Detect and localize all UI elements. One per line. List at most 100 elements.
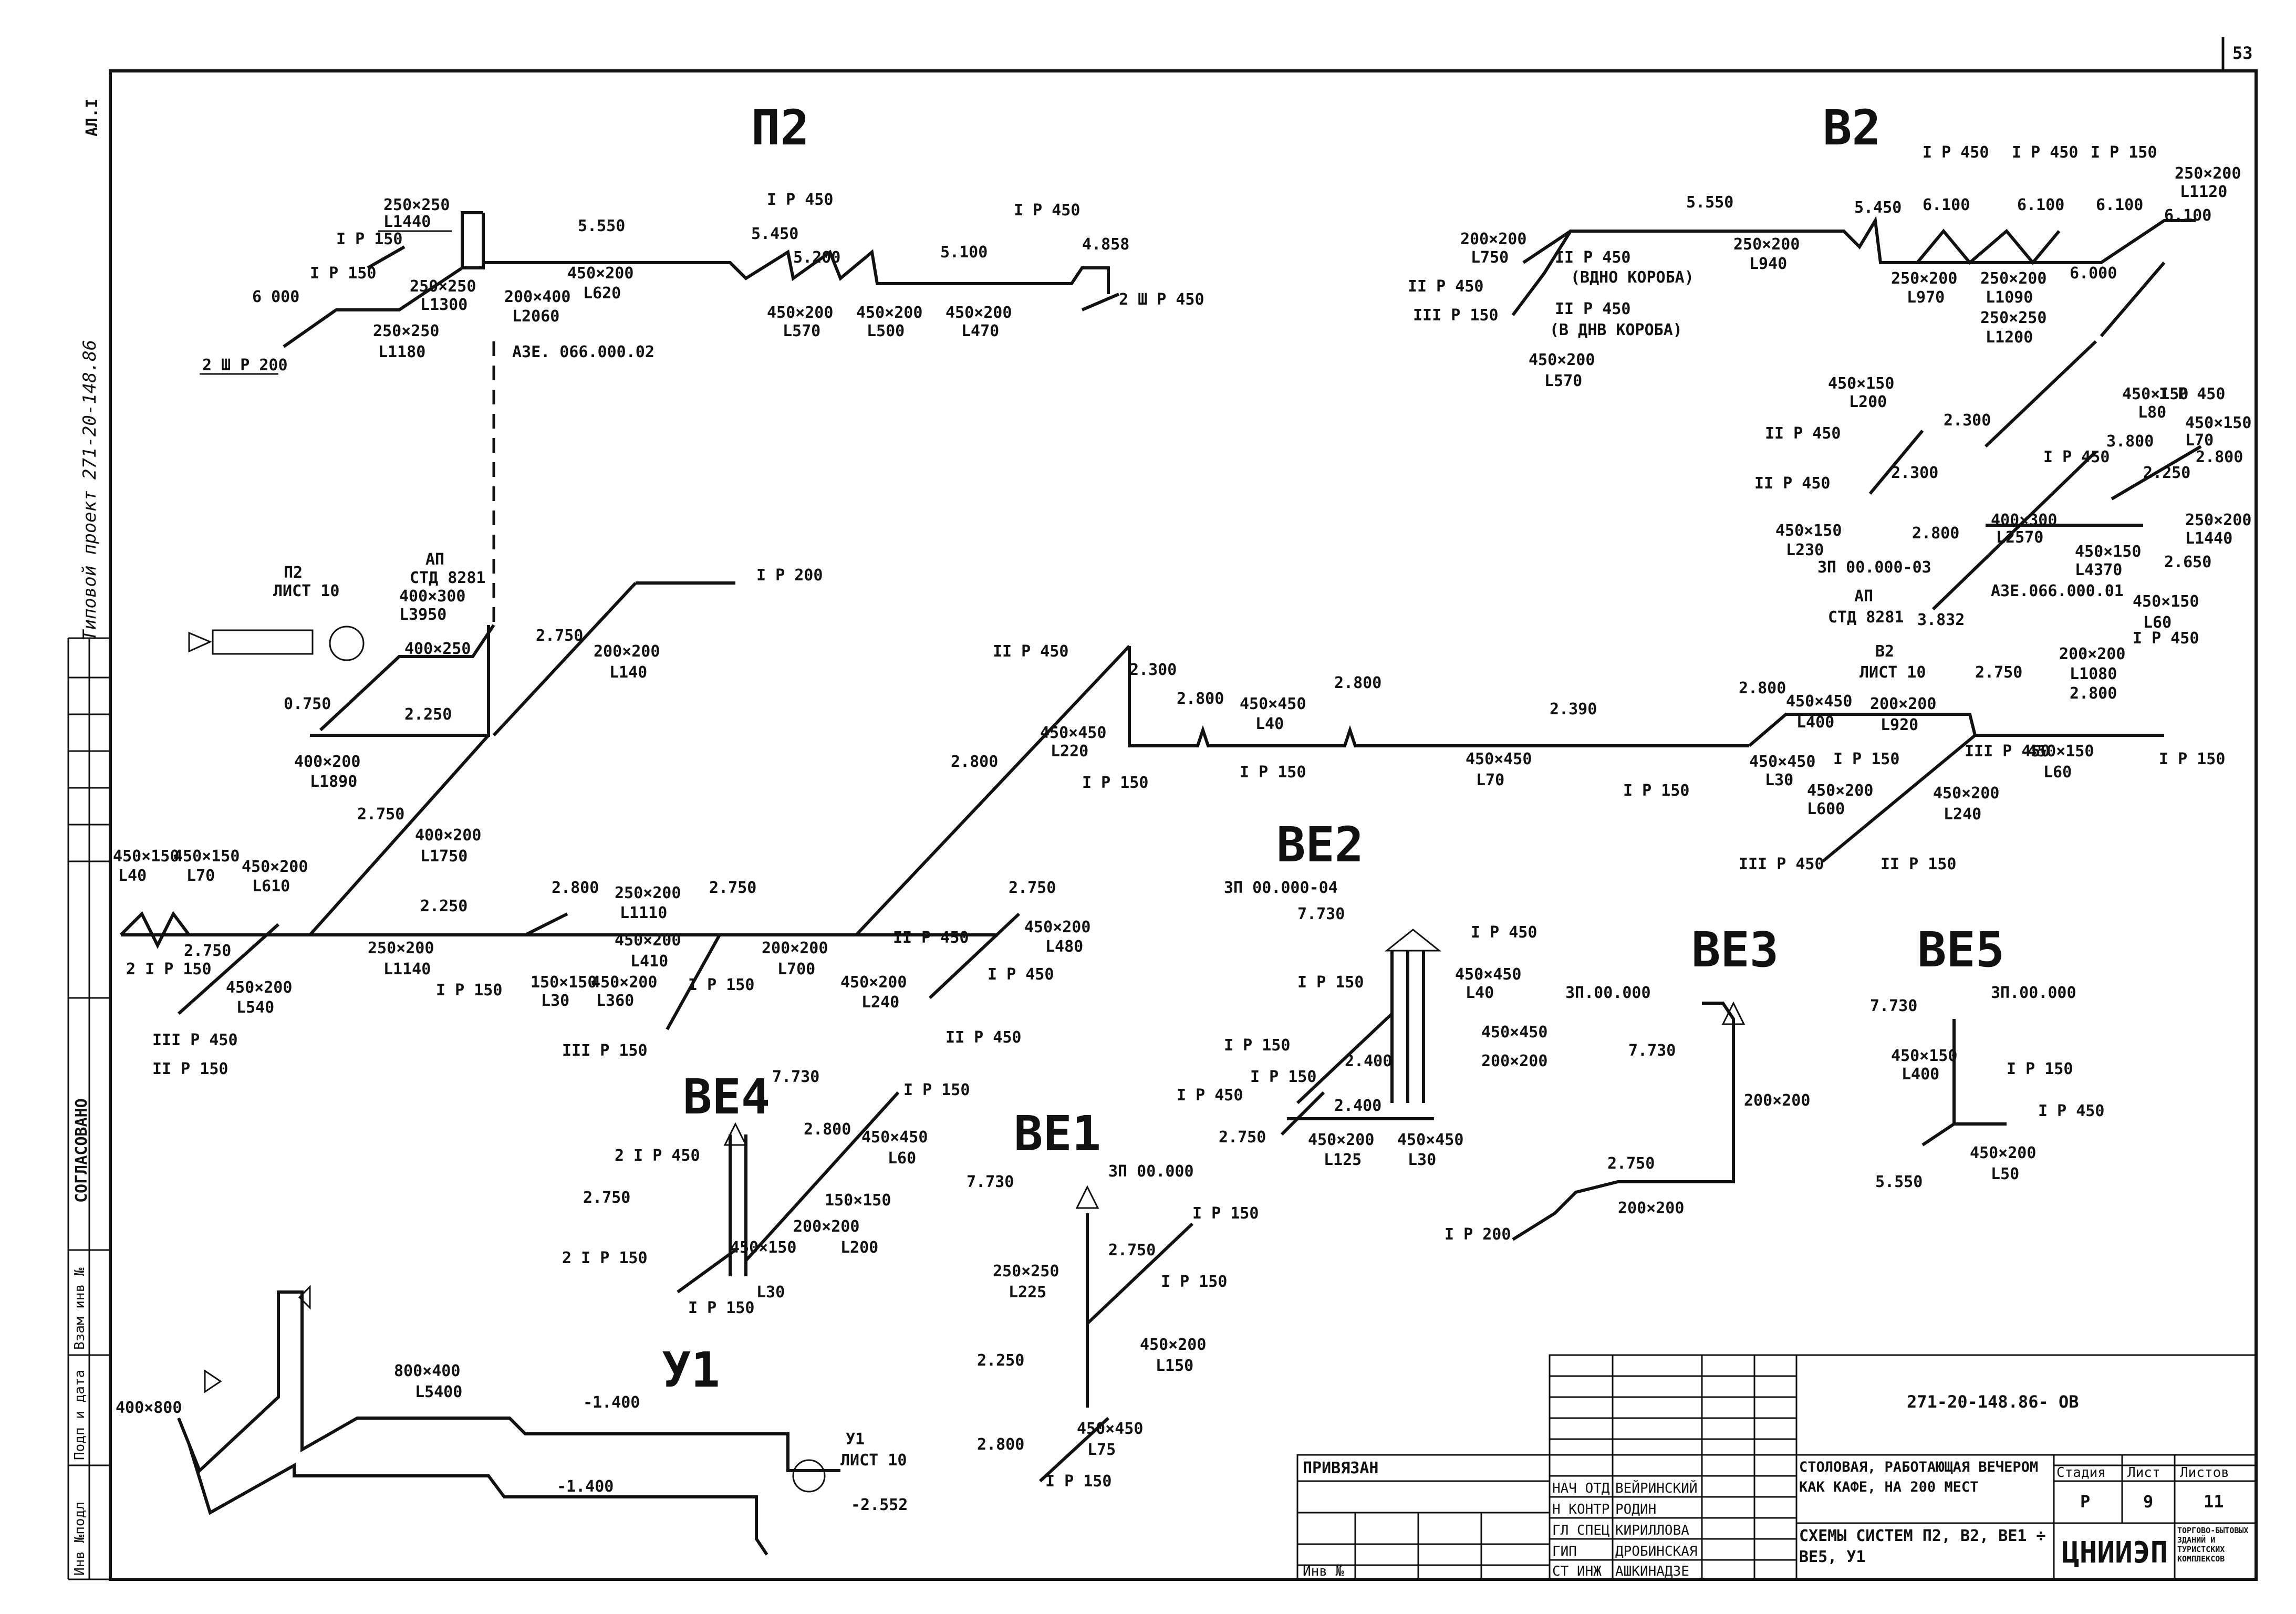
ve2-elev-2400b: 2.400 [1334, 1097, 1381, 1115]
ve1-length-3: L75 [1087, 1441, 1116, 1459]
v2-size-3: 450×200 [1529, 351, 1595, 369]
v2-length-7: L1120 [2180, 183, 2227, 201]
ve1-elev-2800: 2.800 [977, 1435, 1024, 1454]
org-subtitle: ТОРГОВО-БЫТОВЫХ ЗДАНИЙ И ТУРИСТСКИХ КОМП… [2177, 1526, 2249, 1564]
inventory-col-2: Подп и дата [72, 1370, 88, 1460]
sheet-label: Лист [2127, 1465, 2160, 1481]
ve5-length-1: L400 [1902, 1065, 1939, 1084]
ve5-elev-5550: 5.550 [1875, 1173, 1923, 1191]
main-size-20: 450×450 [1466, 750, 1532, 768]
project-title: СТОЛОВАЯ, РАБОТАЮЩАЯ ВЕЧЕРОМ КАК КАФЕ, Н… [1799, 1459, 2039, 1495]
right-elev-2650: 2.650 [2164, 553, 2211, 571]
p2-ductwork [283, 211, 1120, 625]
ve1-elev-2250: 2.250 [977, 1351, 1024, 1370]
p2-length-5: L2060 [512, 307, 559, 326]
main-grille-14: I Р 150 [1623, 782, 1689, 800]
right-length-9: L1080 [2070, 665, 2117, 683]
right-elev-2800: 2.800 [1912, 524, 1959, 543]
role-4: ГИП [1552, 1544, 1577, 1559]
right-elev-2300b: 2.300 [1891, 464, 1938, 482]
main-length-12: L30 [541, 992, 569, 1010]
p2-length-1: L1440 [383, 213, 431, 231]
main-elev-2250b: 2.250 [420, 897, 467, 915]
v2-length-1: L750 [1471, 248, 1509, 267]
org-name: ЦНИИЭП [2062, 1536, 2168, 1570]
main-elev-2250a: 2.250 [404, 705, 452, 724]
u1-elev-2: -1.400 [557, 1477, 614, 1496]
main-size-21: 450×450 [1749, 753, 1815, 771]
right-size-5: 450×150 [2185, 414, 2251, 432]
ve5-labels: ЗП.00.000 7.730 450×150 L400 I Р 150 I Р… [1870, 984, 2104, 1191]
ve1-ductwork [1038, 1185, 1194, 1483]
ve4-length-3: L200 [840, 1238, 878, 1257]
main-elev-2750b: 2.750 [357, 805, 404, 824]
ve4-grille-4: I Р 150 [688, 1299, 754, 1317]
system-title-u1: У1 [662, 1342, 720, 1398]
ve1-grille-1: I Р 150 [1192, 1204, 1259, 1223]
main-elev-2800a: 2.800 [552, 879, 599, 897]
right-elev-2800b: 2.800 [2196, 448, 2243, 466]
right-cluster-labels: 450×150 L200 II Р 450 2.300 II Р 450 2.3… [1739, 374, 2251, 873]
system-title-ve4: ВЕ4 [683, 1069, 770, 1125]
right-grille-7: I Р 150 [2159, 750, 2225, 768]
v2-size-4: 250×200 [1891, 269, 1957, 288]
ve2-ductwork [1280, 929, 1442, 1136]
v2-elev-6000: 6.000 [2070, 264, 2117, 283]
main-size-17: 450×200 [840, 973, 907, 992]
ve1-length-2: L150 [1156, 1357, 1193, 1375]
bound-label: ПРИВЯЗАН [1303, 1459, 1379, 1477]
ve2-grille-2: I Р 150 [1297, 973, 1364, 992]
stage-value: Р [2080, 1492, 2090, 1512]
right-elev-3832: 3.832 [1917, 611, 1965, 629]
ve1-ref: ЗП 00.000 [1108, 1162, 1194, 1181]
right-size-8: 450×150 [2133, 592, 2199, 611]
ve3-size-1: 200×200 [1744, 1091, 1810, 1110]
system-title-ve1: ВЕ1 [1014, 1106, 1101, 1162]
main-grille-13: I Р 150 [1082, 774, 1148, 792]
ve2-grille-3: I Р 150 [1224, 1036, 1290, 1055]
name-4: ДРОБИНСКАЯ [1615, 1544, 1698, 1559]
p2-grille-5: I Р 450 [1014, 201, 1080, 220]
right-grille-4: I Р 450 [2043, 448, 2110, 466]
sheets-label: Листов [2180, 1465, 2229, 1481]
sheet-title: СХЕМЫ СИСТЕМ П2, В2, ВЕ1 ÷ ВЕ5, У1 [1799, 1527, 2046, 1566]
p2-elev-4858: 4.858 [1082, 235, 1129, 254]
main-length-17: L240 [861, 993, 899, 1012]
main-size-5: 400×200 [415, 826, 481, 845]
v2-elev-6100-2: 6.100 [2017, 196, 2064, 214]
ve5-size-2: 450×200 [1970, 1144, 2036, 1162]
v2-top-grille-2: I Р 450 [2012, 143, 2078, 162]
main-length-15: L700 [777, 960, 815, 978]
main-length-10: L1140 [383, 960, 431, 978]
main-grille-10: II Р 450 [946, 1028, 1022, 1047]
main-grille-11: II Р 450 [993, 642, 1069, 661]
main-length-11: L1110 [620, 904, 667, 922]
ve3-elev-7730: 7.730 [1628, 1042, 1676, 1060]
ve4-grille-1: I Р 150 [903, 1081, 970, 1099]
main-length-6: L40 [118, 867, 147, 885]
main-ap: АП [425, 550, 444, 569]
main-grille-3450: III Р 450 [152, 1031, 238, 1049]
side-note: Типовой проект 271-20-148.86 [79, 340, 100, 641]
ve2-grille-1: I Р 450 [1471, 923, 1537, 942]
v2-elev-5550: 5.550 [1686, 193, 1733, 212]
right-grille-3: I Р 450 [2159, 385, 2225, 403]
p2-length-4: L620 [583, 284, 621, 303]
p2-grille-6: 2 Ш Р 450 [1119, 290, 1204, 309]
ve4-ductwork [677, 1091, 900, 1294]
v2-size-5: 250×200 [1980, 269, 2046, 288]
main-elev-750: 0.750 [284, 695, 331, 713]
main-length-20: L70 [1476, 771, 1504, 789]
main-elev-2800d: 2.800 [1334, 674, 1381, 692]
right-length-11: L920 [1881, 716, 1918, 734]
main-length-4: L140 [609, 663, 647, 682]
main-elev-2800f: 2.800 [1739, 679, 1786, 697]
main-elev-2750c: 2.750 [184, 942, 231, 960]
p2-length-6: L570 [783, 322, 820, 340]
main-grille-6: I Р 150 [688, 976, 754, 994]
right-size-7: 250×200 [2185, 511, 2251, 529]
p2-grille-4: I Р 450 [767, 191, 833, 209]
ve2-grille-4: I Р 450 [1177, 1086, 1243, 1105]
right-size-3: 400×300 [1991, 511, 2057, 529]
p2-size-2: 250×250 [410, 277, 476, 296]
